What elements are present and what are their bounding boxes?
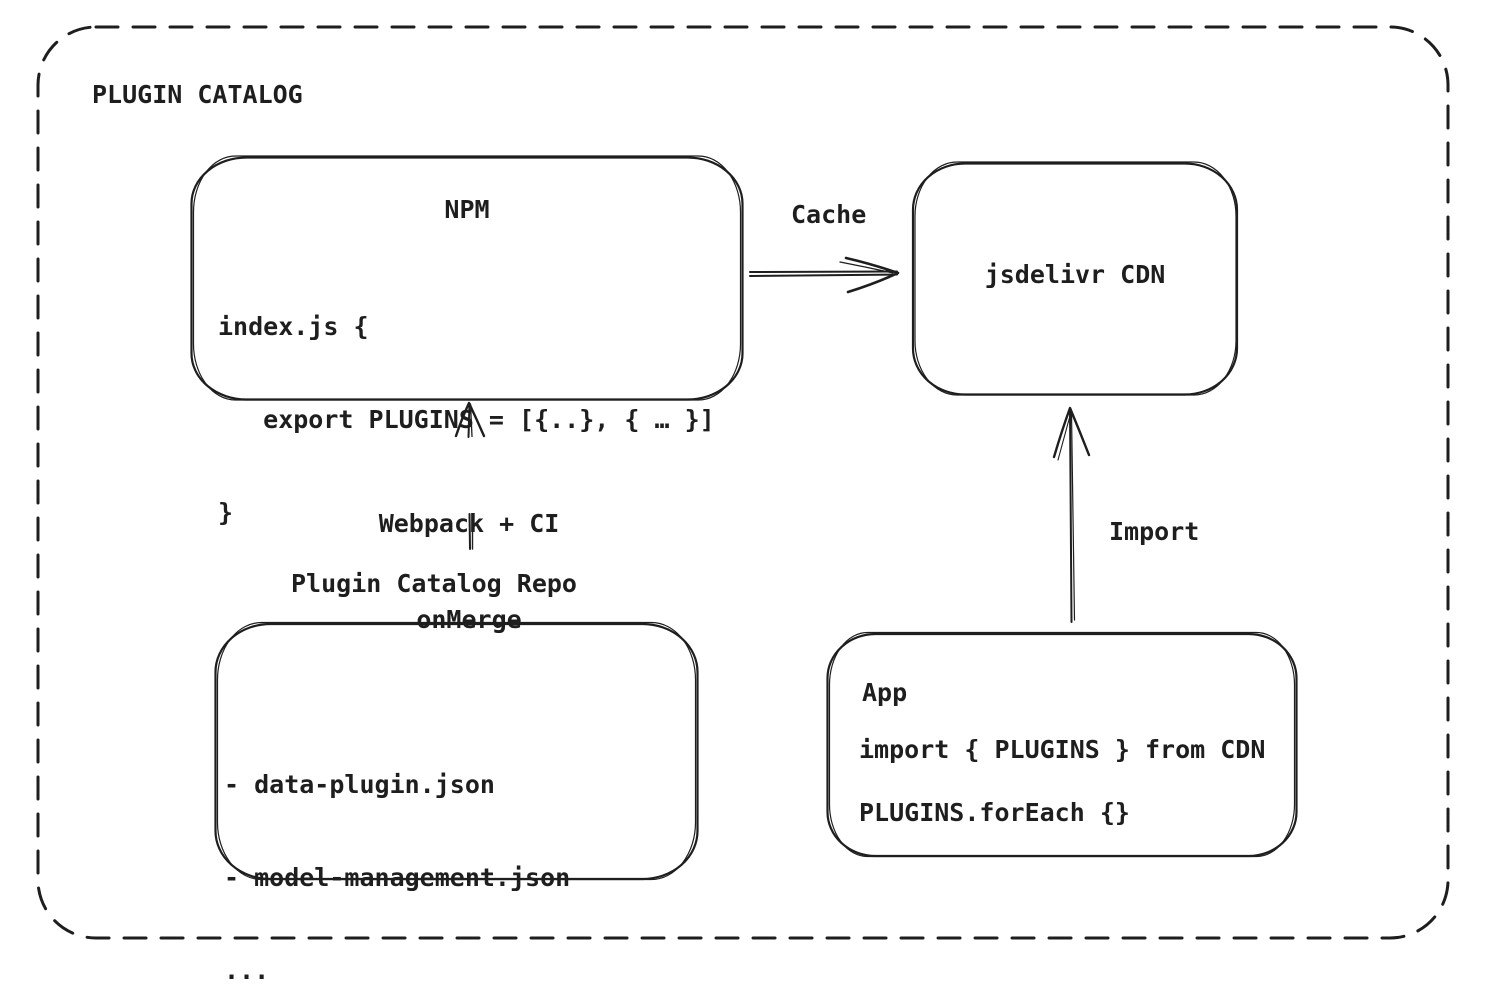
catalog-boundary <box>38 27 1448 938</box>
app-code-line: import { PLUGINS } from CDN <box>859 735 1266 764</box>
npm-box-echo <box>194 156 741 400</box>
build-label-line1: Webpack + CI <box>378 509 560 538</box>
repo-file-list: - data-plugin.json - model-management.js… <box>224 707 570 1002</box>
repo-box-echo <box>218 623 696 880</box>
app-box-title: App <box>862 678 908 707</box>
repo-file-item: - model-management.json <box>224 863 571 892</box>
cdn-box-echo <box>915 162 1236 395</box>
repo-file-item: - data-plugin.json <box>224 770 495 799</box>
import-arrow-label: Import <box>1109 517 1200 546</box>
import-arrow <box>1054 408 1089 622</box>
npm-code-line: index.js { <box>218 312 369 341</box>
build-arrow-label: Webpack + CI onMerge <box>344 444 594 700</box>
cache-arrow <box>750 258 898 292</box>
repo-box-label: Plugin Catalog Repo <box>291 569 577 598</box>
app-box-echo <box>830 633 1295 857</box>
repo-file-item: ... <box>224 956 270 985</box>
cdn-box-label: jsdelivr CDN <box>984 260 1166 289</box>
build-label-line2: onMerge <box>416 605 522 634</box>
catalog-title: PLUGIN CATALOG <box>92 80 303 109</box>
npm-box-title: NPM <box>444 195 490 224</box>
npm-code-block: index.js { export PLUGINS = [{..}, { … }… <box>218 249 715 590</box>
app-code-line: PLUGINS.forEach {} <box>859 798 1130 827</box>
npm-code-line: export PLUGINS = [{..}, { … }] <box>218 405 715 434</box>
npm-code-line: } <box>218 498 234 527</box>
cache-arrow-label: Cache <box>791 200 867 229</box>
build-connector <box>470 514 473 549</box>
build-arrow <box>456 403 484 437</box>
